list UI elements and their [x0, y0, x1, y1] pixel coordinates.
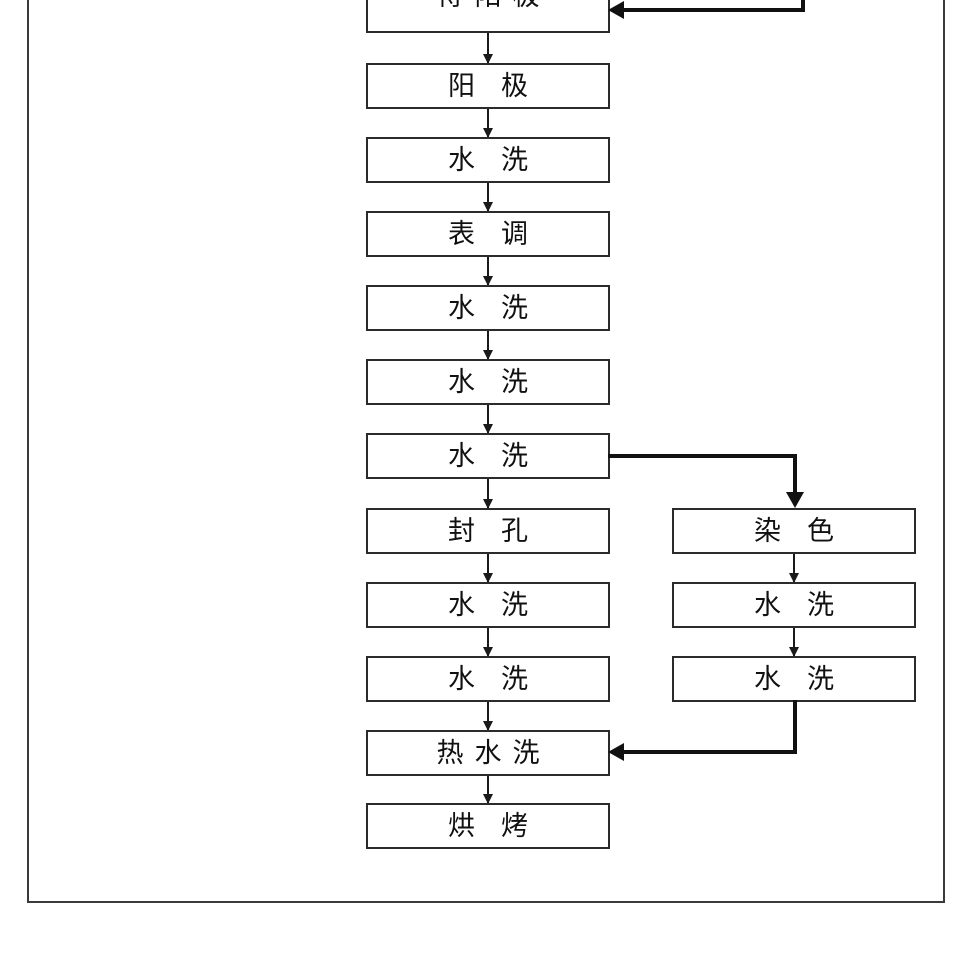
node-hong-kao: 烘烤 [366, 803, 610, 849]
link-biao-tiao-to-shui-xi-2 [487, 257, 489, 285]
link-feng-kong-to-shui-xi-5 [487, 554, 489, 582]
connector-dye-to-hotwash-horizontal [622, 750, 797, 754]
node-feng-kong: 封孔 [366, 508, 610, 554]
node-shui-xi-1: 水洗 [366, 137, 610, 183]
link-shui-xi-1-to-biao-tiao [487, 183, 489, 211]
node-shui-xi-6: 水洗 [366, 656, 610, 702]
node-re-shui-xi: 热水洗 [366, 730, 610, 776]
node-shui-xi-d1: 水洗 [672, 582, 916, 628]
connector-return-arrowhead [608, 1, 624, 19]
node-dai-yang-ji: 待阳极 [366, 0, 610, 33]
link-re-shui-xi-to-hong-kao [487, 776, 489, 803]
link-yang-ji-to-shui-xi-1 [487, 109, 489, 137]
node-label: 封孔 [448, 515, 554, 547]
node-shui-xi-4: 水洗 [366, 433, 610, 479]
node-label: 表调 [448, 218, 554, 250]
link-shui-xi-2-to-shui-xi-3 [487, 331, 489, 359]
link-shui-xi-6-to-re-shui-xi [487, 702, 489, 730]
node-label: 水洗 [448, 440, 554, 472]
node-shui-xi-3: 水洗 [366, 359, 610, 405]
connector-branch-to-dye-vertical [793, 454, 797, 493]
node-label: 染色 [754, 515, 860, 547]
node-label: 水洗 [448, 589, 554, 621]
connector-return-horizontal [622, 8, 805, 12]
connector-dye-to-hotwash-vertical [793, 700, 797, 754]
node-biao-tiao: 表调 [366, 211, 610, 257]
link-shui-xi-d1-to-shui-xi-d2 [793, 628, 795, 656]
node-label: 水洗 [448, 144, 554, 176]
link-shui-xi-3-to-shui-xi-4 [487, 405, 489, 433]
node-label: 烘烤 [448, 810, 554, 842]
node-ran-se: 染色 [672, 508, 916, 554]
link-shui-xi-4-to-feng-kong [487, 479, 489, 508]
connector-return-vertical [801, 0, 805, 10]
link-shui-xi-5-to-shui-xi-6 [487, 628, 489, 656]
node-shui-xi-d2: 水洗 [672, 656, 916, 702]
node-label: 水洗 [754, 589, 860, 621]
node-label: 阳极 [448, 70, 554, 102]
link-ran-se-to-shui-xi-d1 [793, 554, 795, 582]
node-label: 水洗 [448, 663, 554, 695]
node-yang-ji: 阳极 [366, 63, 610, 109]
link-dai-yang-ji-to-yang-ji [487, 33, 489, 63]
diagram-frame [27, 0, 945, 903]
node-label: 热水洗 [436, 737, 551, 769]
node-label: 水洗 [448, 366, 554, 398]
node-label: 水洗 [754, 663, 860, 695]
connector-dye-to-hotwash-arrowhead [608, 743, 624, 761]
node-label: 水洗 [448, 292, 554, 324]
node-shui-xi-5: 水洗 [366, 582, 610, 628]
connector-branch-to-dye-arrowhead [786, 492, 804, 508]
node-shui-xi-2: 水洗 [366, 285, 610, 331]
node-label: 待阳极 [426, 0, 551, 10]
connector-branch-to-dye-horizontal [608, 454, 797, 458]
